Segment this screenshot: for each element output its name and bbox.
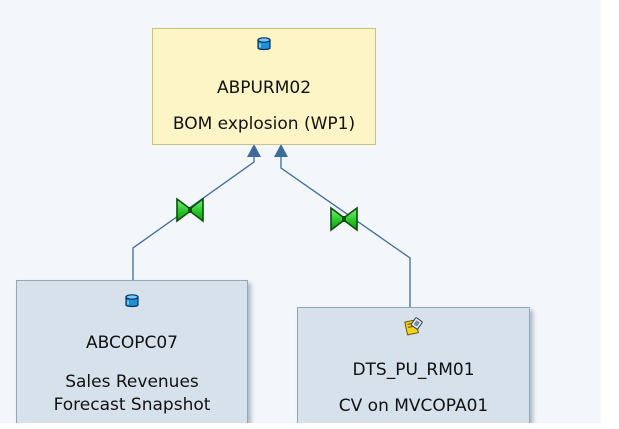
database-icon	[153, 36, 375, 52]
infoprovider-node-abcopc07[interactable]: ABCOPC07 Sales Revenues Forecast Snapsho…	[16, 280, 248, 426]
node-description: CV on MVCOPA01	[338, 396, 489, 416]
connector-infocube-to-target[interactable]	[132, 144, 261, 280]
arrow-up-icon	[247, 144, 261, 157]
canvas-right-margin	[601, 0, 619, 429]
node-description-line2: Forecast Snapshot	[53, 395, 211, 415]
node-description-line1: Sales Revenues	[65, 372, 199, 392]
arrow-up-icon	[274, 144, 288, 157]
canvas-bottom-margin	[0, 423, 619, 429]
target-node-abpurm02[interactable]: ABPURM02 BOM explosion (WP1)	[152, 28, 376, 145]
transformation-bowtie-icon[interactable]	[330, 206, 358, 232]
database-icon	[17, 293, 247, 309]
node-description: BOM explosion (WP1)	[172, 114, 356, 134]
node-title: ABCOPC07	[86, 333, 178, 353]
node-title: DTS_PU_RM01	[352, 360, 475, 380]
transformation-bowtie-icon[interactable]	[176, 197, 204, 223]
node-title: ABPURM02	[216, 78, 312, 98]
connector-datasource-to-target[interactable]	[274, 144, 411, 307]
datasource-icon	[298, 317, 529, 337]
datasource-node-dts-pu-rm01[interactable]: DTS_PU_RM01 CV on MVCOPA01	[297, 307, 530, 426]
